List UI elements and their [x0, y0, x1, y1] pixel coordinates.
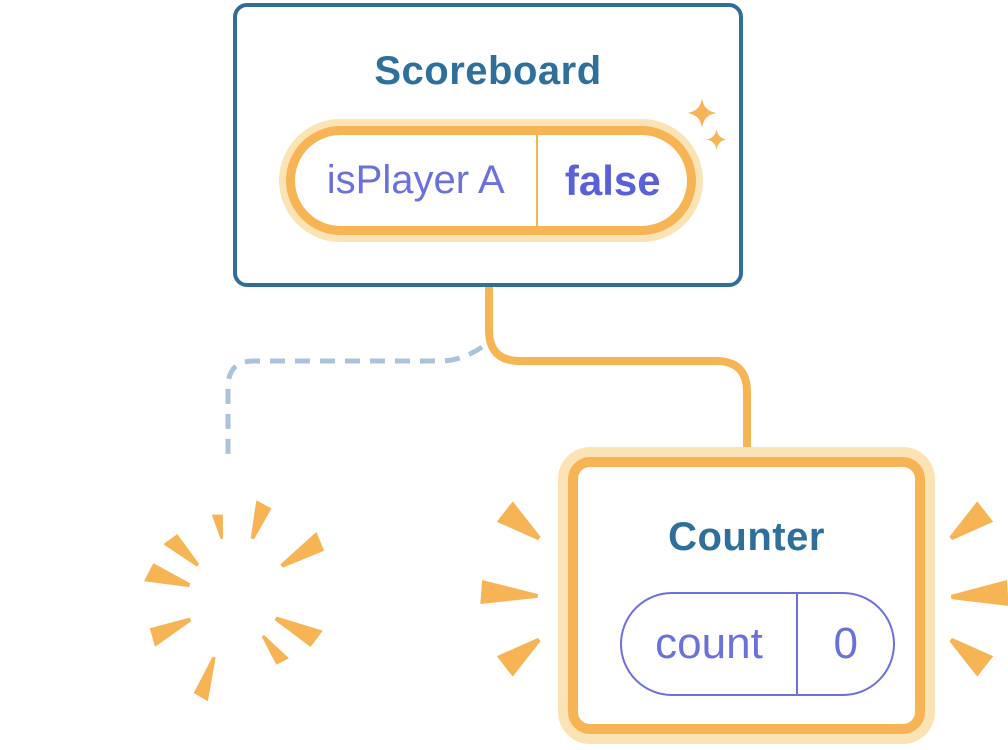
state-name: isPlayer A: [326, 158, 505, 202]
sparkles-icon: [687, 98, 727, 150]
scoreboard-component-card: Scoreboard isPlayer A false: [233, 3, 743, 287]
counter-component-card: Counter count 0: [568, 457, 925, 734]
counter-component-glow: Counter count 0: [558, 447, 935, 744]
component-title: Counter: [668, 515, 825, 559]
pill-divider: [795, 594, 799, 694]
removed-component-card: [91, 452, 369, 730]
dashed-connector-line: [225, 344, 484, 458]
state-name: count: [655, 619, 763, 668]
state-pill-glow: isPlayer A false: [279, 119, 703, 242]
pill-divider: [536, 135, 539, 226]
component-title: Scoreboard: [374, 49, 602, 93]
state-value: 0: [833, 619, 858, 668]
state-pill: isPlayer A false: [286, 126, 696, 235]
state-pill: count 0: [620, 592, 895, 696]
state-value: false: [564, 156, 661, 204]
active-connector-line: [485, 285, 751, 455]
